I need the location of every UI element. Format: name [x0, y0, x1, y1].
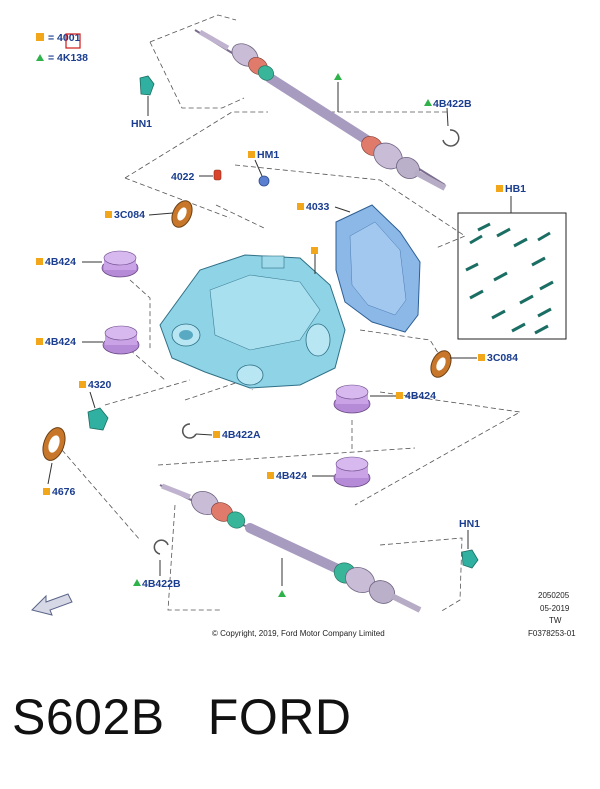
drawing-initials: TW: [549, 616, 562, 625]
drawing-reference: F0378253-01: [528, 629, 576, 638]
callout-4b422b-bottom: 4B422B: [142, 578, 181, 590]
square-marker-icon: [43, 488, 50, 495]
drawing-code: 2050205: [538, 591, 570, 600]
bolt-hm1: [258, 175, 270, 187]
callout-4b424-1: 4B424: [45, 256, 76, 268]
square-marker-icon: [248, 151, 255, 158]
callout-4022: 4022: [171, 171, 195, 183]
square-marker-icon: [36, 258, 43, 265]
callout-4b424-4: 4B424: [276, 470, 307, 482]
rear-cover: [335, 204, 421, 333]
bottom-half-shaft: [159, 483, 422, 613]
square-marker-icon: [311, 247, 318, 254]
square-marker-icon: [79, 381, 86, 388]
nut-hn1-bottom: [461, 549, 479, 569]
square-marker-icon: [297, 203, 304, 210]
callout-4676: 4676: [52, 486, 76, 498]
top-half-shaft: [194, 29, 447, 191]
callout-hm1: HM1: [257, 149, 279, 161]
copyright-notice: © Copyright, 2019, Ford Motor Company Li…: [212, 629, 385, 638]
legend-triangle-icon: [36, 54, 44, 61]
nut-hn1-top: [139, 75, 155, 96]
vent-4022: [213, 169, 222, 181]
bushing-4b424-4: [333, 456, 371, 488]
drawing-date: 05-2019: [540, 604, 570, 613]
seal-4676: [42, 427, 66, 461]
bushing-4b424-1: [101, 250, 139, 278]
leader-lines: [47, 82, 512, 586]
front-arrow-icon: [31, 593, 73, 616]
circlip-4b422b-bottom: [153, 539, 169, 555]
square-marker-icon: [478, 354, 485, 361]
callout-hb1: HB1: [505, 183, 526, 195]
callout-4b422b-top: 4B422B: [433, 98, 472, 110]
triangle-marker-icon: [424, 99, 432, 106]
exploded-parts-diagram: = 4001 = 4K138: [31, 14, 576, 638]
triangle-marker-icon: [334, 73, 342, 80]
nut-4320: [87, 407, 109, 431]
callout-hn1-top: HN1: [131, 118, 152, 130]
bushing-4b424-2: [102, 325, 140, 355]
triangle-marker-icon: [278, 590, 286, 597]
circlip-4b422a: [181, 423, 197, 439]
marker-symbols: [278, 73, 342, 597]
square-marker-icon: [267, 472, 274, 479]
callout-3c084-left: 3C084: [114, 209, 145, 221]
circlip-4b422b-top: [442, 129, 460, 147]
square-marker-icon: [105, 211, 112, 218]
callout-hn1-bottom: HN1: [459, 518, 480, 530]
callout-4b422a: 4B422A: [222, 429, 261, 441]
legend-highlight-box: [65, 33, 81, 49]
seal-3c084-left: [171, 200, 193, 228]
callout-4b424-3: 4B424: [405, 390, 436, 402]
callout-4320: 4320: [88, 379, 112, 391]
bolt-kit-box: [457, 212, 567, 340]
triangle-marker-icon: [133, 579, 141, 586]
square-marker-icon: [496, 185, 503, 192]
legend-square-label: = 4001: [48, 32, 81, 44]
square-marker-icon: [213, 431, 220, 438]
callout-4033: 4033: [306, 201, 330, 213]
legend-square-icon: [36, 33, 44, 41]
dashed-guides: [61, 14, 522, 613]
bushing-4b424-3: [333, 384, 371, 414]
page-caption: S602B FORD: [12, 689, 352, 745]
seal-3c084-right: [430, 350, 452, 378]
square-marker-icon: [36, 338, 43, 345]
square-marker-icon: [396, 392, 403, 399]
callout-4b424-2: 4B424: [45, 336, 76, 348]
legend-triangle-label: = 4K138: [48, 52, 88, 64]
callout-3c084-right: 3C084: [487, 352, 518, 364]
differential-housing: [159, 254, 346, 389]
